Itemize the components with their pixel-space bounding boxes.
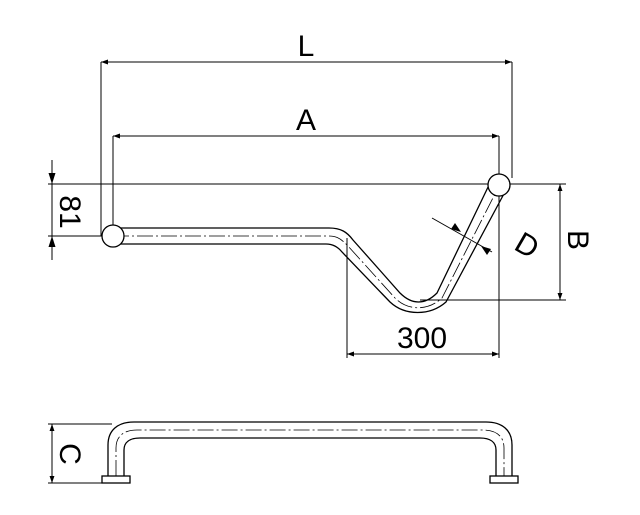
label-C: C xyxy=(53,443,86,465)
side-view xyxy=(48,421,519,484)
side-bar-centerline xyxy=(115,429,505,476)
flange-left xyxy=(101,475,131,484)
label-81: 81 xyxy=(53,195,86,228)
end-cap-left xyxy=(101,224,125,248)
end-cap-right xyxy=(487,173,511,197)
label-L: L xyxy=(298,30,315,63)
label-B: B xyxy=(561,230,594,250)
side-bar-outline xyxy=(107,421,513,476)
label-A: A xyxy=(296,104,316,137)
top-view xyxy=(48,59,566,358)
dimension-arrow-81-top xyxy=(48,173,56,184)
bar-centerline xyxy=(113,185,500,309)
label-300: 300 xyxy=(397,322,447,355)
flange-right xyxy=(489,475,519,484)
dimension-arrow-D-lower xyxy=(481,246,491,255)
dimension-arrow-81-bottom xyxy=(48,236,56,247)
label-D: D xyxy=(509,226,544,265)
bar-outline xyxy=(113,182,507,314)
dimension-arrow-D-upper xyxy=(451,223,461,232)
